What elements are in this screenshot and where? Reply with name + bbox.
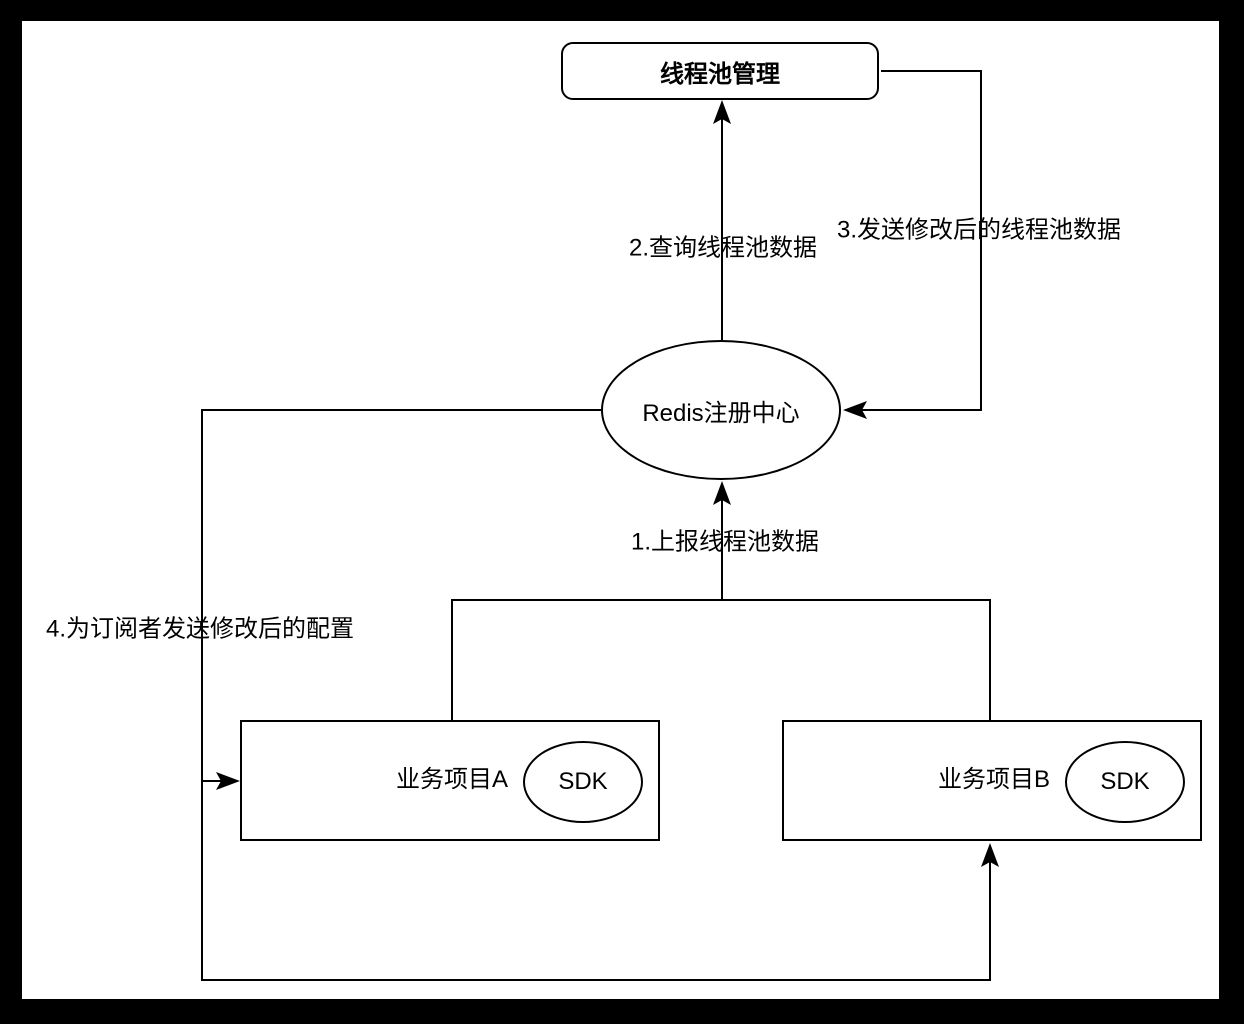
node-thread-pool-manager: 线程池管理 [561, 42, 879, 100]
project-a-sdk-ellipse: SDK [523, 741, 643, 823]
node-project-a: 业务项目A SDK [240, 720, 660, 841]
project-b-sdk-label: SDK [1100, 768, 1150, 795]
edge-label-notify-subscribers: 4.为订阅者发送修改后的配置 [45, 615, 355, 643]
project-a-label: 业务项目A [395, 766, 508, 793]
node-project-b: 业务项目B SDK [782, 720, 1202, 841]
redis-registry-label: Redis注册中心 [642, 399, 800, 427]
edge-label-report: 1.上报线程池数据 [630, 528, 820, 556]
edge-label-query: 2.查询线程池数据 [628, 234, 818, 262]
project-b-label: 业务项目B [937, 766, 1050, 793]
edge-label-push-modified: 3.发送修改后的线程池数据 [836, 216, 1122, 244]
diagram-canvas [22, 21, 1219, 999]
thread-pool-manager-label: 线程池管理 [660, 60, 780, 88]
project-b-sdk-ellipse: SDK [1065, 741, 1185, 823]
node-redis-registry: Redis注册中心 [601, 340, 841, 480]
project-a-sdk-label: SDK [558, 768, 608, 795]
